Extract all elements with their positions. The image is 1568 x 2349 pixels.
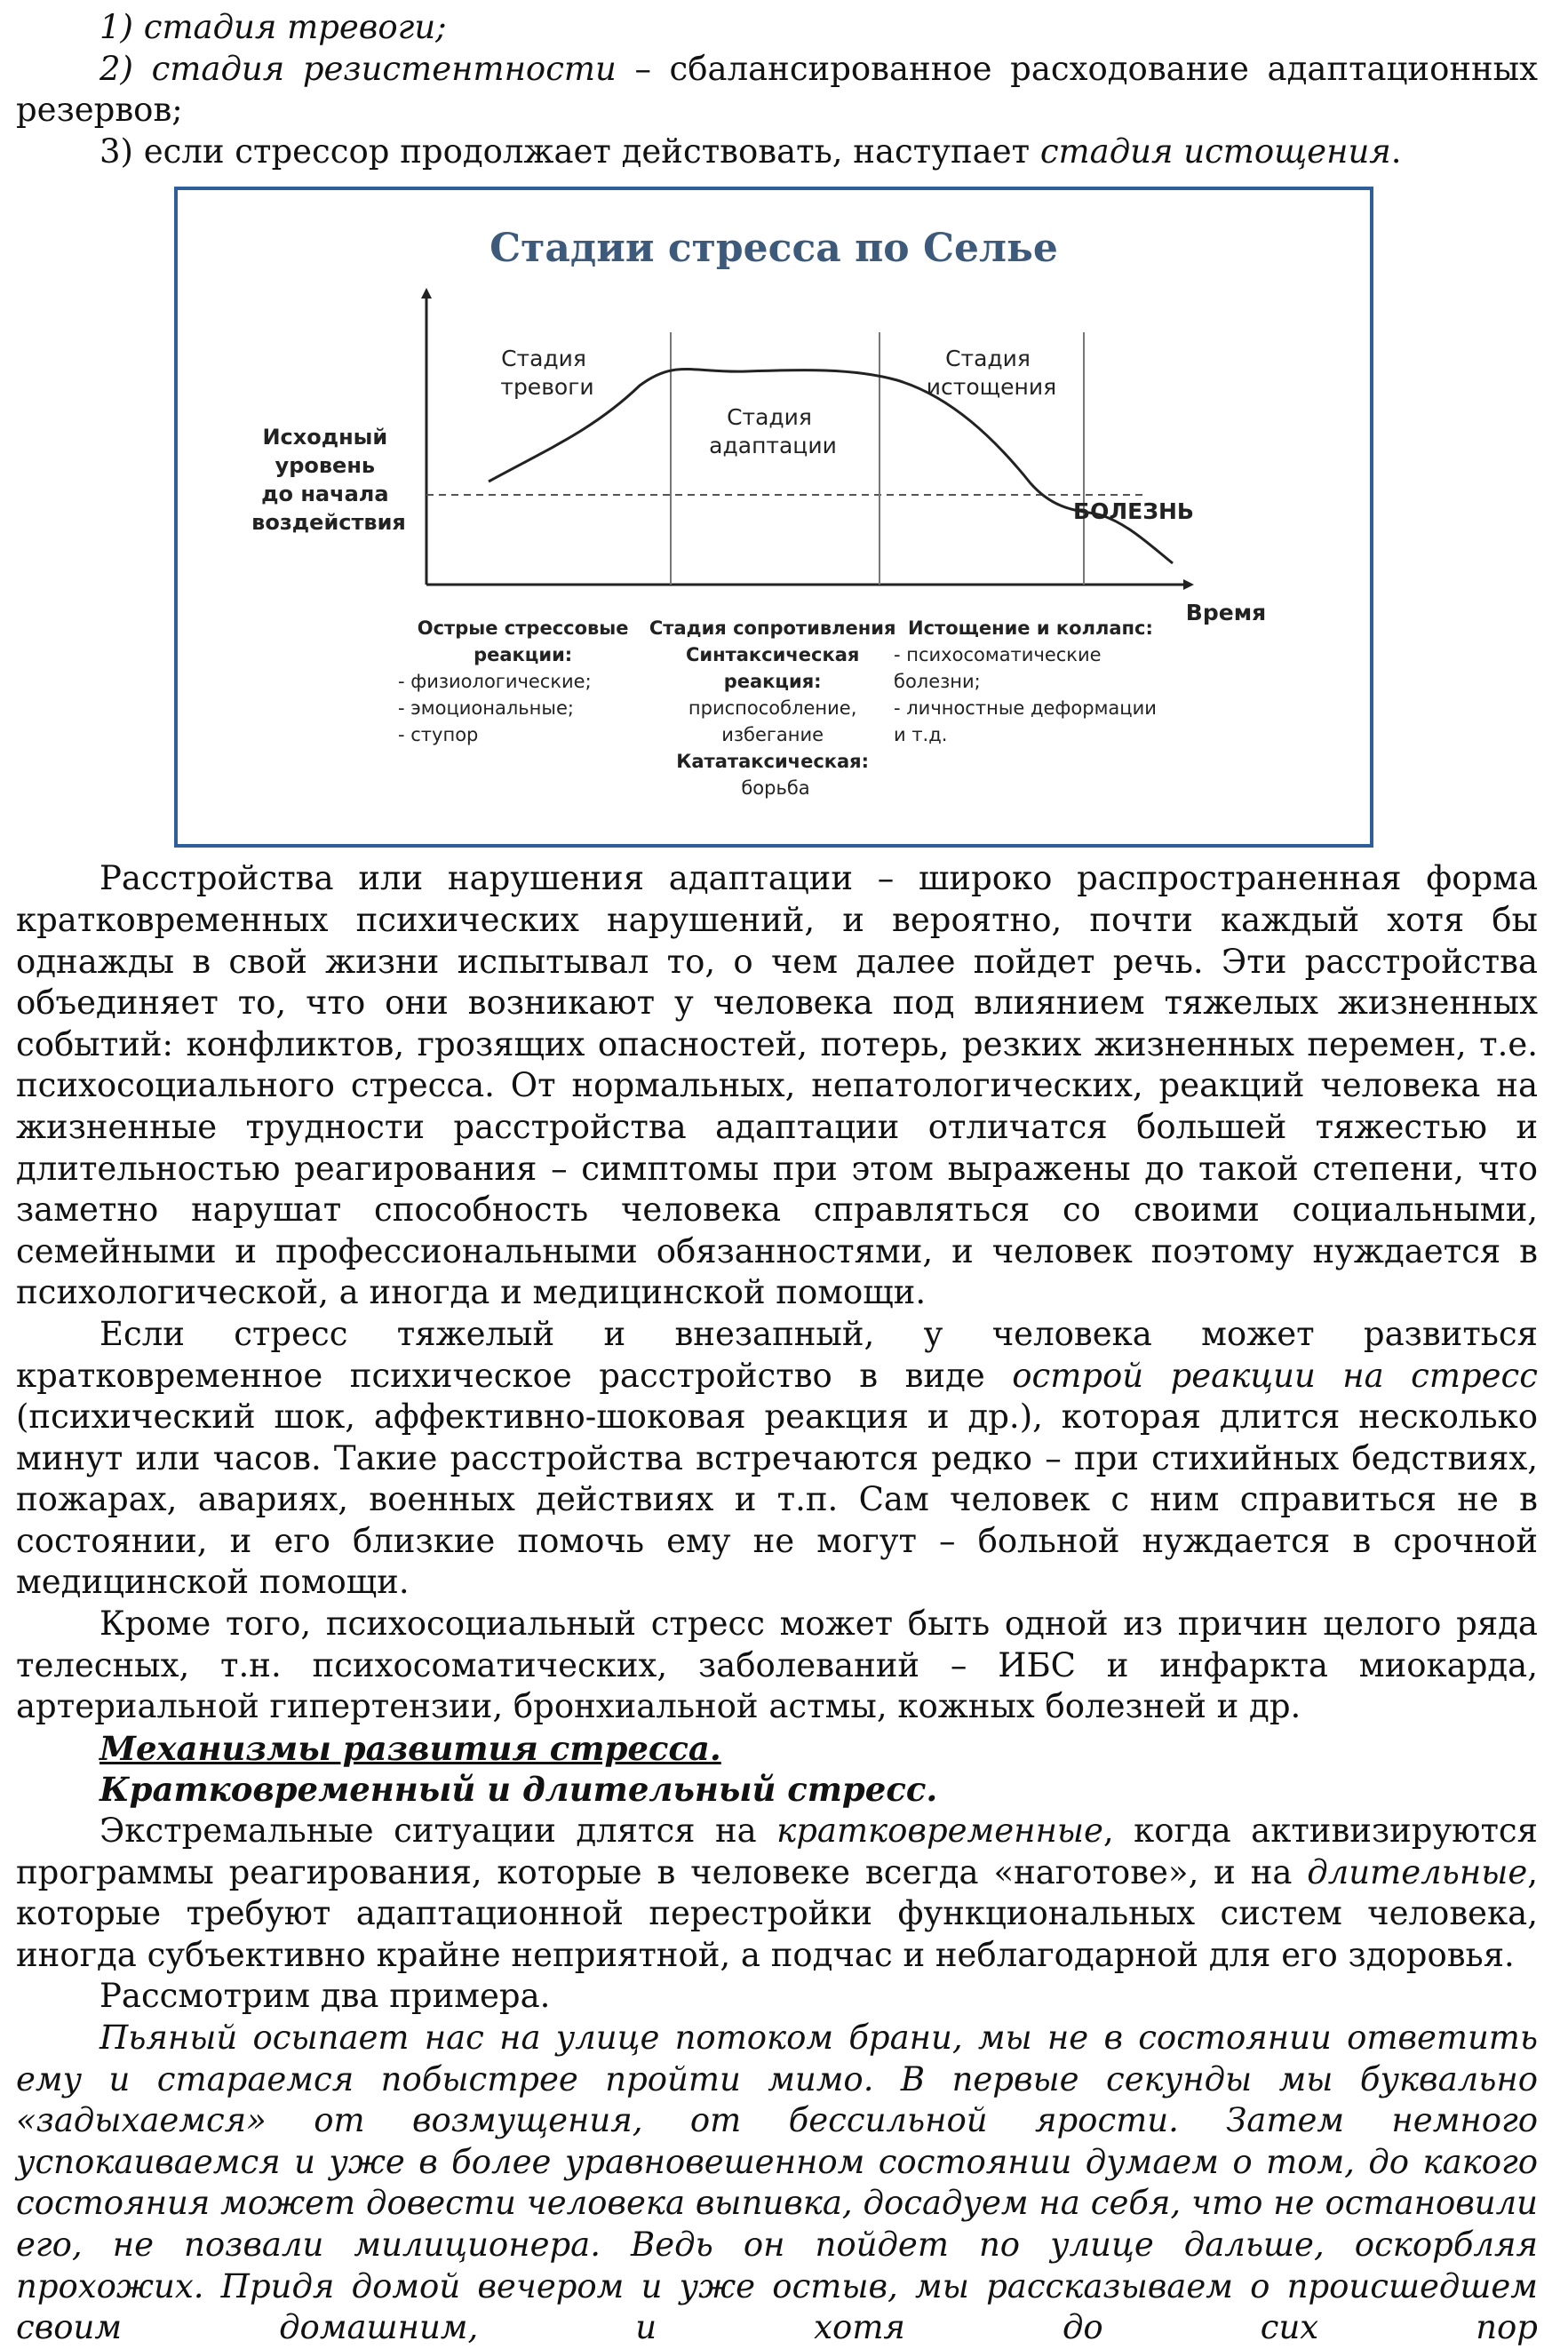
baseline-label: Исходный уровень до начала воздействия bbox=[251, 425, 406, 535]
figure-container: Стадии стресса по Селье Исходный уровень bbox=[0, 172, 1568, 848]
label-time: Время bbox=[1186, 600, 1266, 625]
paragraph-psychosomatic: Кроме того, психосоциальный стресс может… bbox=[16, 1604, 1538, 1726]
stress-curve bbox=[488, 368, 1174, 565]
paragraph-acute-reaction: Если стресс тяжелый и внезапный, у челов… bbox=[16, 1314, 1538, 1602]
label-stage-adapt: Стадия адаптации bbox=[709, 404, 837, 458]
paragraph-extreme-situations: Экстремальные ситуации длятся на кратков… bbox=[16, 1812, 1538, 1974]
figure-title: Стадии стресса по Селье bbox=[490, 226, 1058, 271]
heading-mechanisms: Механизмы развития стресса. bbox=[99, 1728, 721, 1768]
paragraph-two-examples: Рассмотрим два примера. bbox=[99, 1977, 551, 2016]
label-stage-exhaust: Стадия истощения bbox=[927, 346, 1056, 400]
col-acute-reactions: Острые стрессовые реакции: - физиологиче… bbox=[398, 617, 634, 745]
label-disease: БОЛЕЗНЬ bbox=[1073, 498, 1194, 524]
paragraph-drunk-example: Пьяный осыпает нас на улице потоком бран… bbox=[16, 2019, 1538, 2347]
col-exhaustion-collapse: Истощение и коллапс: - психосоматические… bbox=[894, 617, 1163, 745]
document-page: 1) стадия тревоги; 2) стадия резистентно… bbox=[0, 8, 1568, 2346]
paragraph-adaptation-disorders: Расстройства или нарушения адаптации – ш… bbox=[16, 859, 1538, 1312]
heading-short-long-stress: Кратковременный и длительный стресс. bbox=[99, 1770, 938, 1810]
selye-stress-figure: Стадии стресса по Селье Исходный уровень bbox=[174, 187, 1373, 848]
list-item-alarm: 1) стадия тревоги; bbox=[99, 8, 447, 46]
figure-svg: Стадии стресса по Селье Исходный уровень bbox=[251, 226, 1266, 799]
col-resistance-stage: Стадия сопротивления Синтаксическая реак… bbox=[649, 617, 902, 799]
label-stage-alarm: Стадия тревоги bbox=[500, 346, 593, 400]
list-item-resistance: 2) стадия резистентности – сбалансирован… bbox=[16, 49, 1538, 130]
list-item-exhaustion: 3) если стрессор продолжает действовать,… bbox=[99, 131, 1402, 171]
